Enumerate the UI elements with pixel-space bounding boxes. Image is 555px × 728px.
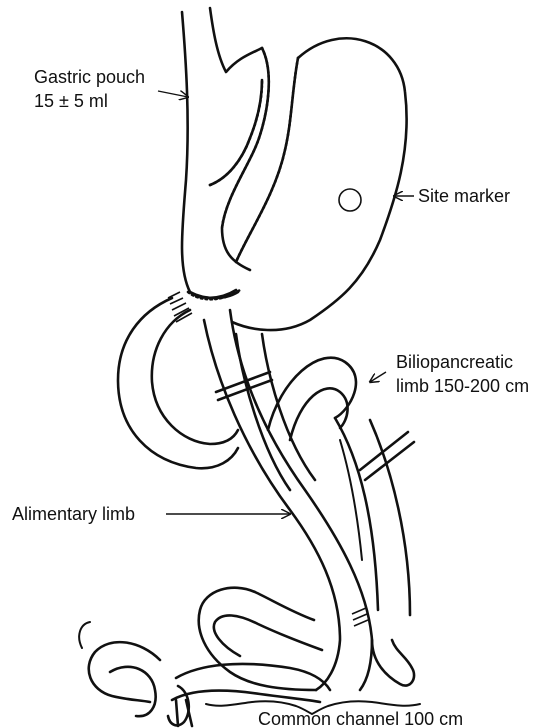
alimentary-limb: [204, 310, 372, 690]
label-biliopancreatic-limb: Biliopancreatic limb 150-200 cm: [370, 352, 529, 396]
esophagus-and-gastric-pouch: [182, 8, 269, 298]
label-site-marker: Site marker: [394, 186, 510, 206]
remnant-curved-staple: [210, 80, 262, 185]
gastric-pouch-label-line1: Gastric pouch: [34, 67, 145, 87]
common-channel-label: Common channel 100 cm: [258, 709, 463, 728]
biliopancreatic-label-line1: Biliopancreatic: [396, 352, 513, 372]
gastric-pouch-label-line2: 15 ± 5 ml: [34, 91, 108, 111]
gastric-remnant: [232, 38, 407, 330]
label-common-channel: Common channel 100 cm: [206, 701, 463, 728]
label-alimentary-limb: Alimentary limb: [12, 504, 290, 524]
biliopancreatic-limb-break-mark: [360, 432, 414, 480]
label-gastric-pouch: Gastric pouch 15 ± 5 ml: [34, 67, 188, 111]
lower-bowel-loops: [79, 588, 414, 726]
biliopancreatic-label-line2: limb 150-200 cm: [396, 376, 529, 396]
site-marker-label: Site marker: [418, 186, 510, 206]
alimentary-limb-label: Alimentary limb: [12, 504, 135, 524]
site-marker: [339, 189, 361, 211]
roux-loop: [118, 298, 238, 468]
